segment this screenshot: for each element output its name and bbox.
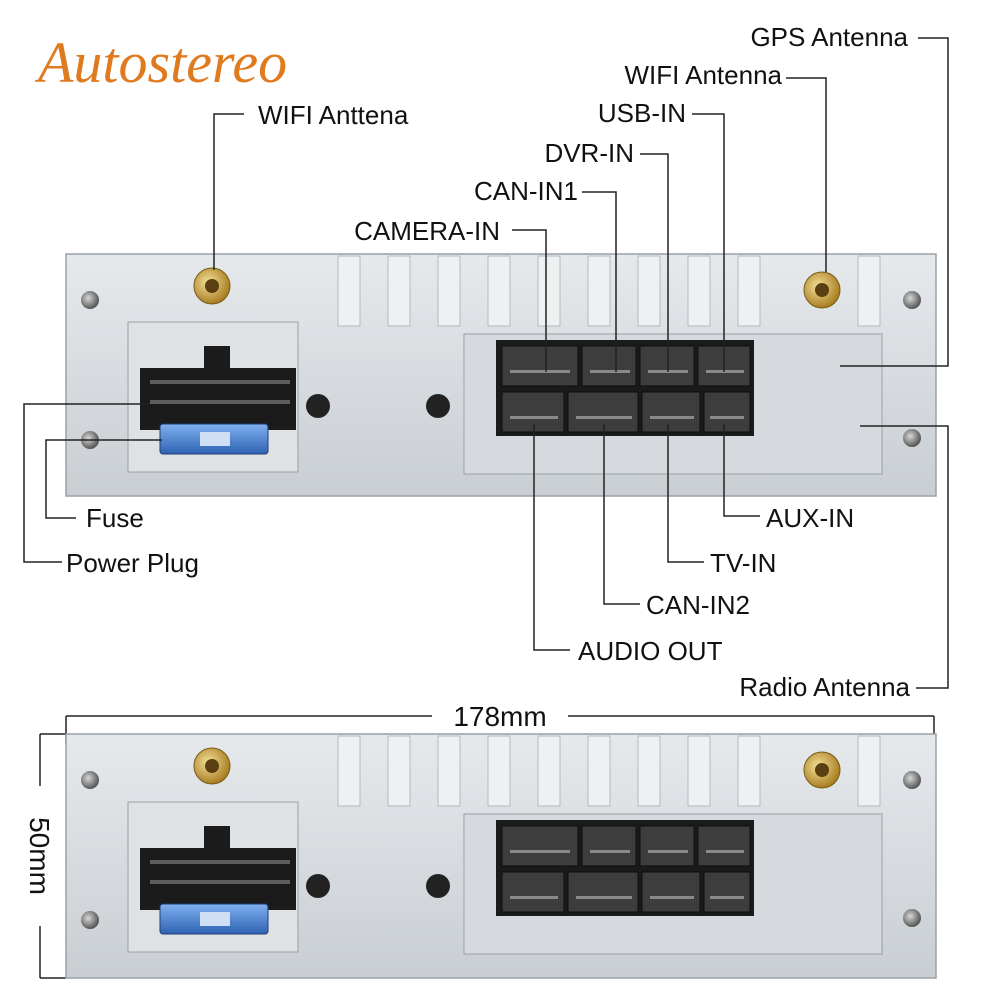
gps-antenna-connector	[803, 271, 841, 309]
knob-icon	[306, 394, 330, 418]
label-tv-in: TV-IN	[710, 548, 776, 578]
dimension-height: 50mm	[24, 817, 55, 895]
label-gps-antenna: GPS Antenna	[750, 22, 908, 52]
top-rear-panel	[65, 253, 937, 497]
wifi-antenna-connector-left	[193, 267, 231, 305]
brand-logo: Autostereo	[34, 30, 287, 95]
label-radio-antenna: Radio Antenna	[739, 672, 910, 702]
label-audio-out: AUDIO OUT	[578, 636, 723, 666]
knob-icon	[426, 394, 450, 418]
gps-antenna-connector	[803, 751, 841, 789]
label-wifi-antenna-left: WIFI Anttena	[258, 100, 409, 130]
label-fuse: Fuse	[86, 503, 144, 533]
label-usb-in: USB-IN	[598, 98, 686, 128]
label-can-in1: CAN-IN1	[474, 176, 578, 206]
label-dvr-in: DVR-IN	[544, 138, 634, 168]
power-plug-connector	[140, 848, 296, 910]
label-power-plug: Power Plug	[66, 548, 199, 578]
bottom-rear-panel	[65, 733, 937, 979]
power-plug-connector	[140, 368, 296, 430]
dimension-width: 178mm	[453, 701, 546, 732]
knob-icon	[426, 874, 450, 898]
label-wifi-antenna-right: WIFI Antenna	[624, 60, 782, 90]
label-camera-in: CAMERA-IN	[354, 216, 500, 246]
wifi-antenna-connector	[193, 747, 231, 785]
label-aux-in: AUX-IN	[766, 503, 854, 533]
label-can-in2: CAN-IN2	[646, 590, 750, 620]
leader-lines	[23, 37, 949, 689]
knob-icon	[306, 874, 330, 898]
